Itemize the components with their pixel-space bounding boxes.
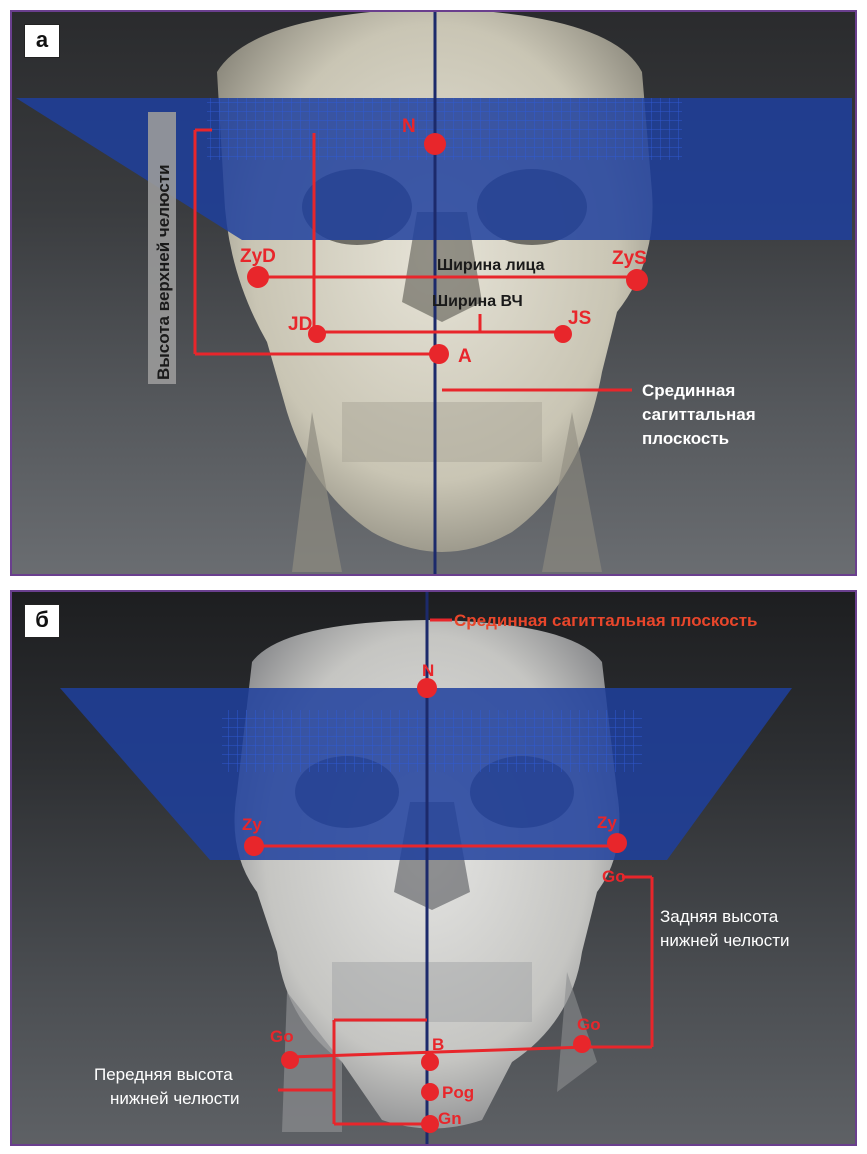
landmark-pog: Pog: [442, 1083, 474, 1102]
face-width-label: Ширина лица: [437, 257, 545, 274]
midsagittal-label: Срединная сагиттальная плоскость: [454, 611, 758, 630]
landmark-n: N: [422, 661, 434, 680]
landmark-zy-right: Zy: [597, 813, 617, 832]
landmark-jd: JD: [288, 314, 312, 335]
posterior-height-label-1: Задняя высота: [660, 907, 779, 926]
panel-b: N Zy Zy Go Go Go B Pog Gn Срединная саги…: [10, 590, 857, 1146]
midsagittal-label-2: сагиттальная: [642, 405, 756, 424]
panel-tag-a: а: [24, 24, 60, 58]
landmark-go-upper: Go: [602, 867, 626, 886]
skull-3d-render-a: N ZyD ZyS JD JS A Ширина лица Ширина ВЧ …: [12, 12, 857, 576]
landmark-zys: ZyS: [612, 248, 647, 269]
landmark-gn: Gn: [438, 1109, 462, 1128]
midsagittal-label-1: Срединная: [642, 381, 735, 400]
anterior-height-label-1: Передняя высота: [94, 1065, 233, 1084]
landmark-zy-left: Zy: [242, 815, 262, 834]
maxilla-height-label: Высота верхней челюсти: [154, 164, 173, 380]
landmark-go-left: Go: [270, 1027, 294, 1046]
maxilla-width-label: Ширина ВЧ: [432, 293, 523, 310]
landmark-zyd: ZyD: [240, 246, 276, 267]
panel-a: N ZyD ZyS JD JS A Ширина лица Ширина ВЧ …: [10, 10, 857, 576]
landmark-go-right: Go: [577, 1015, 601, 1034]
panel-tag-b: б: [24, 604, 60, 638]
landmark-a: A: [458, 346, 472, 367]
posterior-height-label-2: нижней челюсти: [660, 931, 790, 950]
landmark-n: N: [402, 116, 416, 137]
landmark-js: JS: [568, 308, 591, 329]
midsagittal-label-3: плоскость: [642, 429, 729, 448]
anterior-height-label-2: нижней челюсти: [110, 1089, 240, 1108]
landmark-b: B: [432, 1035, 444, 1054]
skull-3d-render-b: N Zy Zy Go Go Go B Pog Gn Срединная саги…: [12, 592, 857, 1146]
